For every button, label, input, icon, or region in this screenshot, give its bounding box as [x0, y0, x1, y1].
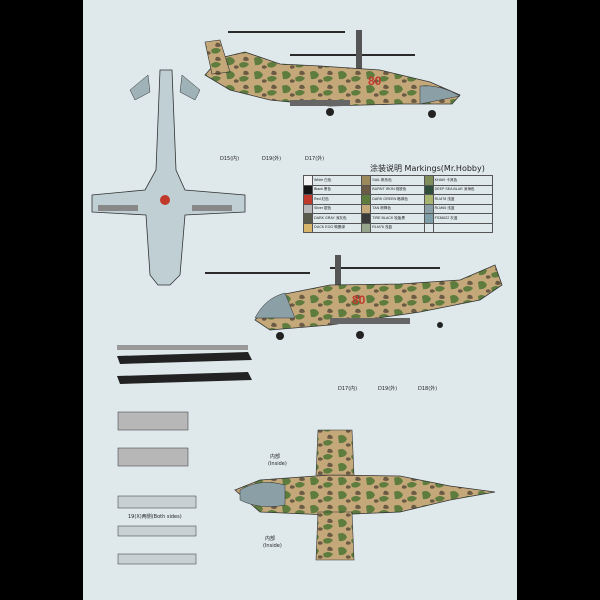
- side-number-middle: 80: [352, 293, 366, 307]
- side-view-top-helicopter: 80: [204, 30, 461, 118]
- legend-color-name: [432, 222, 494, 233]
- panel-details: [117, 411, 189, 467]
- legend-title: 涂装说明 Markings(Mr.Hobby): [370, 164, 485, 173]
- legend-color-name: RLM76 浅蓝: [370, 222, 425, 233]
- side-view-middle-helicopter: 80: [205, 255, 503, 340]
- label-inside-bottom: 内部: [265, 535, 275, 542]
- label-d18: D18(外): [418, 385, 437, 392]
- rotor-blades-detail: [117, 345, 252, 384]
- side-number-top: 80: [368, 74, 382, 88]
- missile-details: [117, 495, 197, 565]
- label-d19: D19(外): [262, 155, 281, 162]
- legend-row: DUCK EGG 鸭蛋绿 RLM76 浅蓝: [303, 222, 494, 233]
- label-d15: D15(内): [220, 155, 239, 162]
- label-inside-bottom-en: (Inside): [263, 543, 282, 549]
- label-d17b: D17(内): [338, 385, 357, 392]
- label-inside-top: 内部: [270, 453, 280, 460]
- legend-color-name: DUCK EGG 鸭蛋绿: [311, 222, 363, 233]
- label-inside-top-en: (Inside): [268, 461, 287, 467]
- bottom-top-view-helicopter: [234, 429, 496, 561]
- label-d19b: D19(外): [378, 385, 397, 392]
- label-both-sides: 19(X)两侧(Both sides): [128, 513, 182, 520]
- label-d17: D17(外): [305, 155, 324, 162]
- top-view-helicopter: [91, 69, 246, 286]
